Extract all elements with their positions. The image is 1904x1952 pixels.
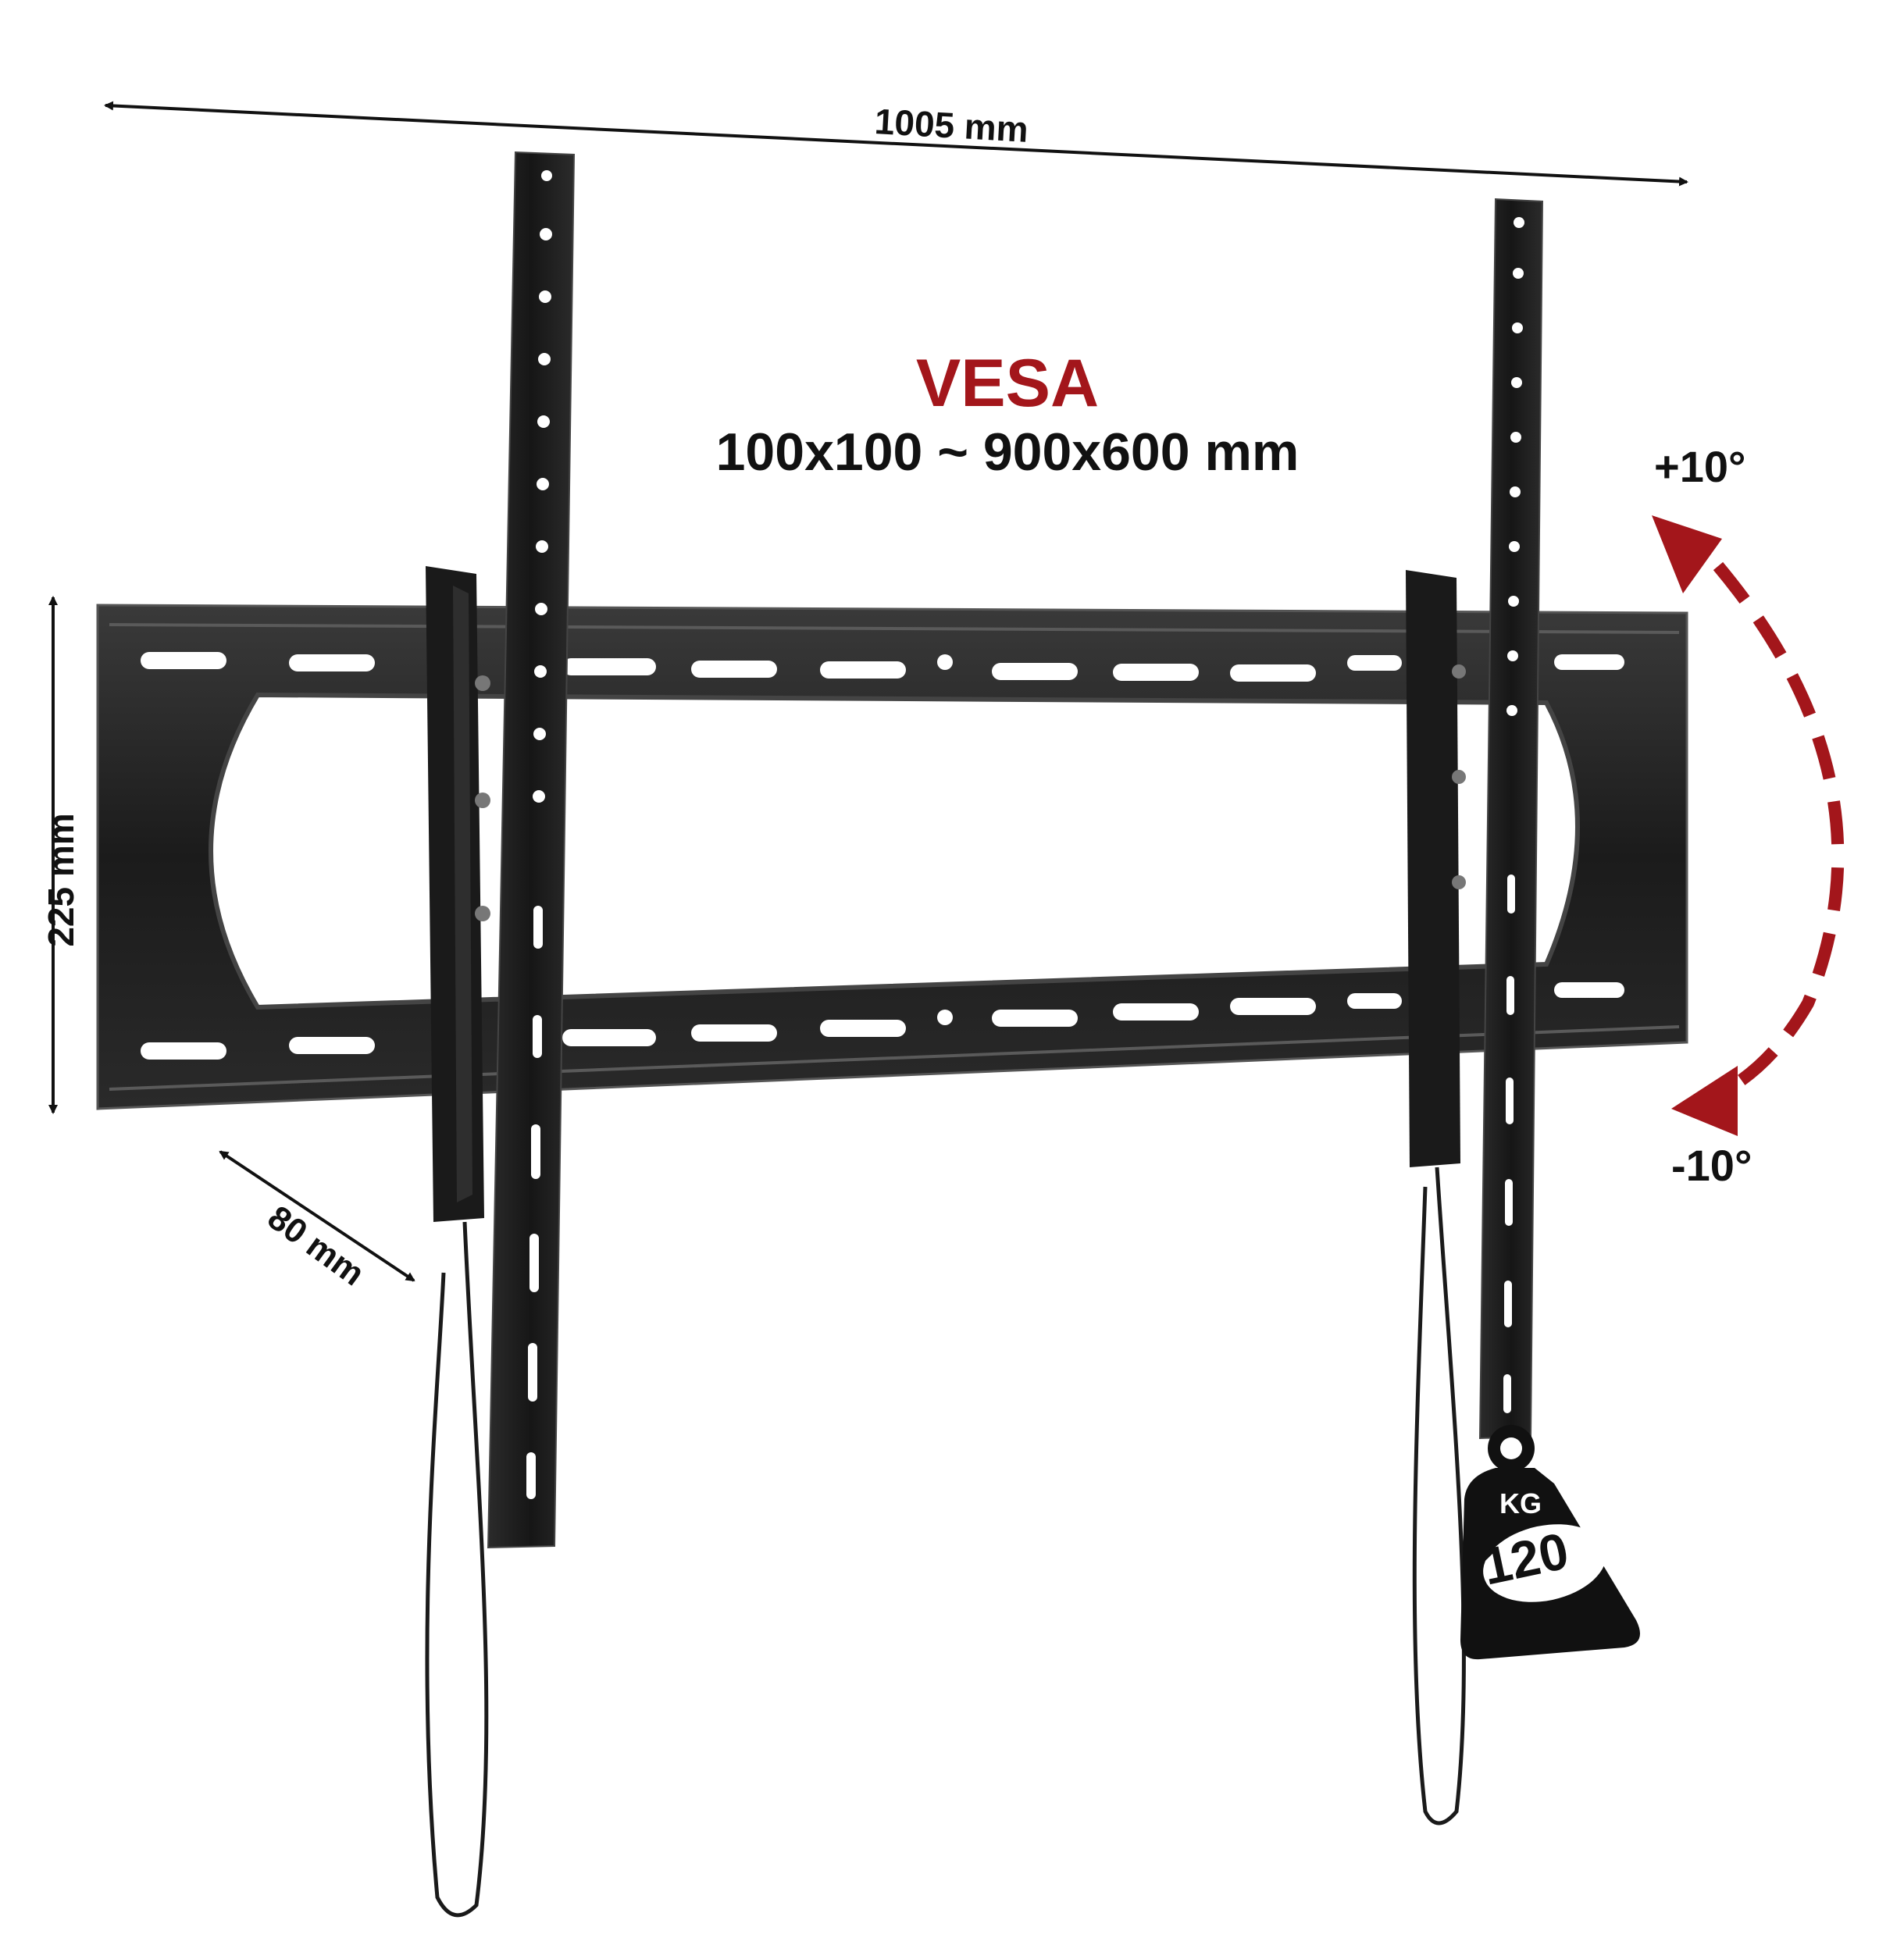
weight-icon — [1460, 1425, 1640, 1660]
width-label: 1005 mm — [873, 101, 1030, 150]
right-vertical-arm — [1406, 198, 1544, 1826]
vesa-title: VESA — [915, 346, 1100, 421]
left-arm-holes — [526, 170, 552, 1499]
mounting-slots-top — [141, 652, 1624, 682]
tilt-arrow — [1652, 515, 1845, 1136]
height-label: 225 mm — [41, 813, 81, 947]
left-vertical-arm — [425, 151, 576, 1918]
vesa-range: 100x100 ~ 900x600 mm — [715, 422, 1300, 482]
mounting-slots-bottom — [141, 982, 1624, 1060]
tilt-up-label: +10° — [1654, 442, 1746, 491]
width-dimension-line — [104, 101, 1688, 187]
right-arm-holes — [1503, 217, 1524, 1413]
depth-dimension-line — [219, 1150, 415, 1282]
tilt-down-label: -10° — [1671, 1141, 1752, 1190]
weight-unit-label: KG — [1499, 1487, 1542, 1519]
